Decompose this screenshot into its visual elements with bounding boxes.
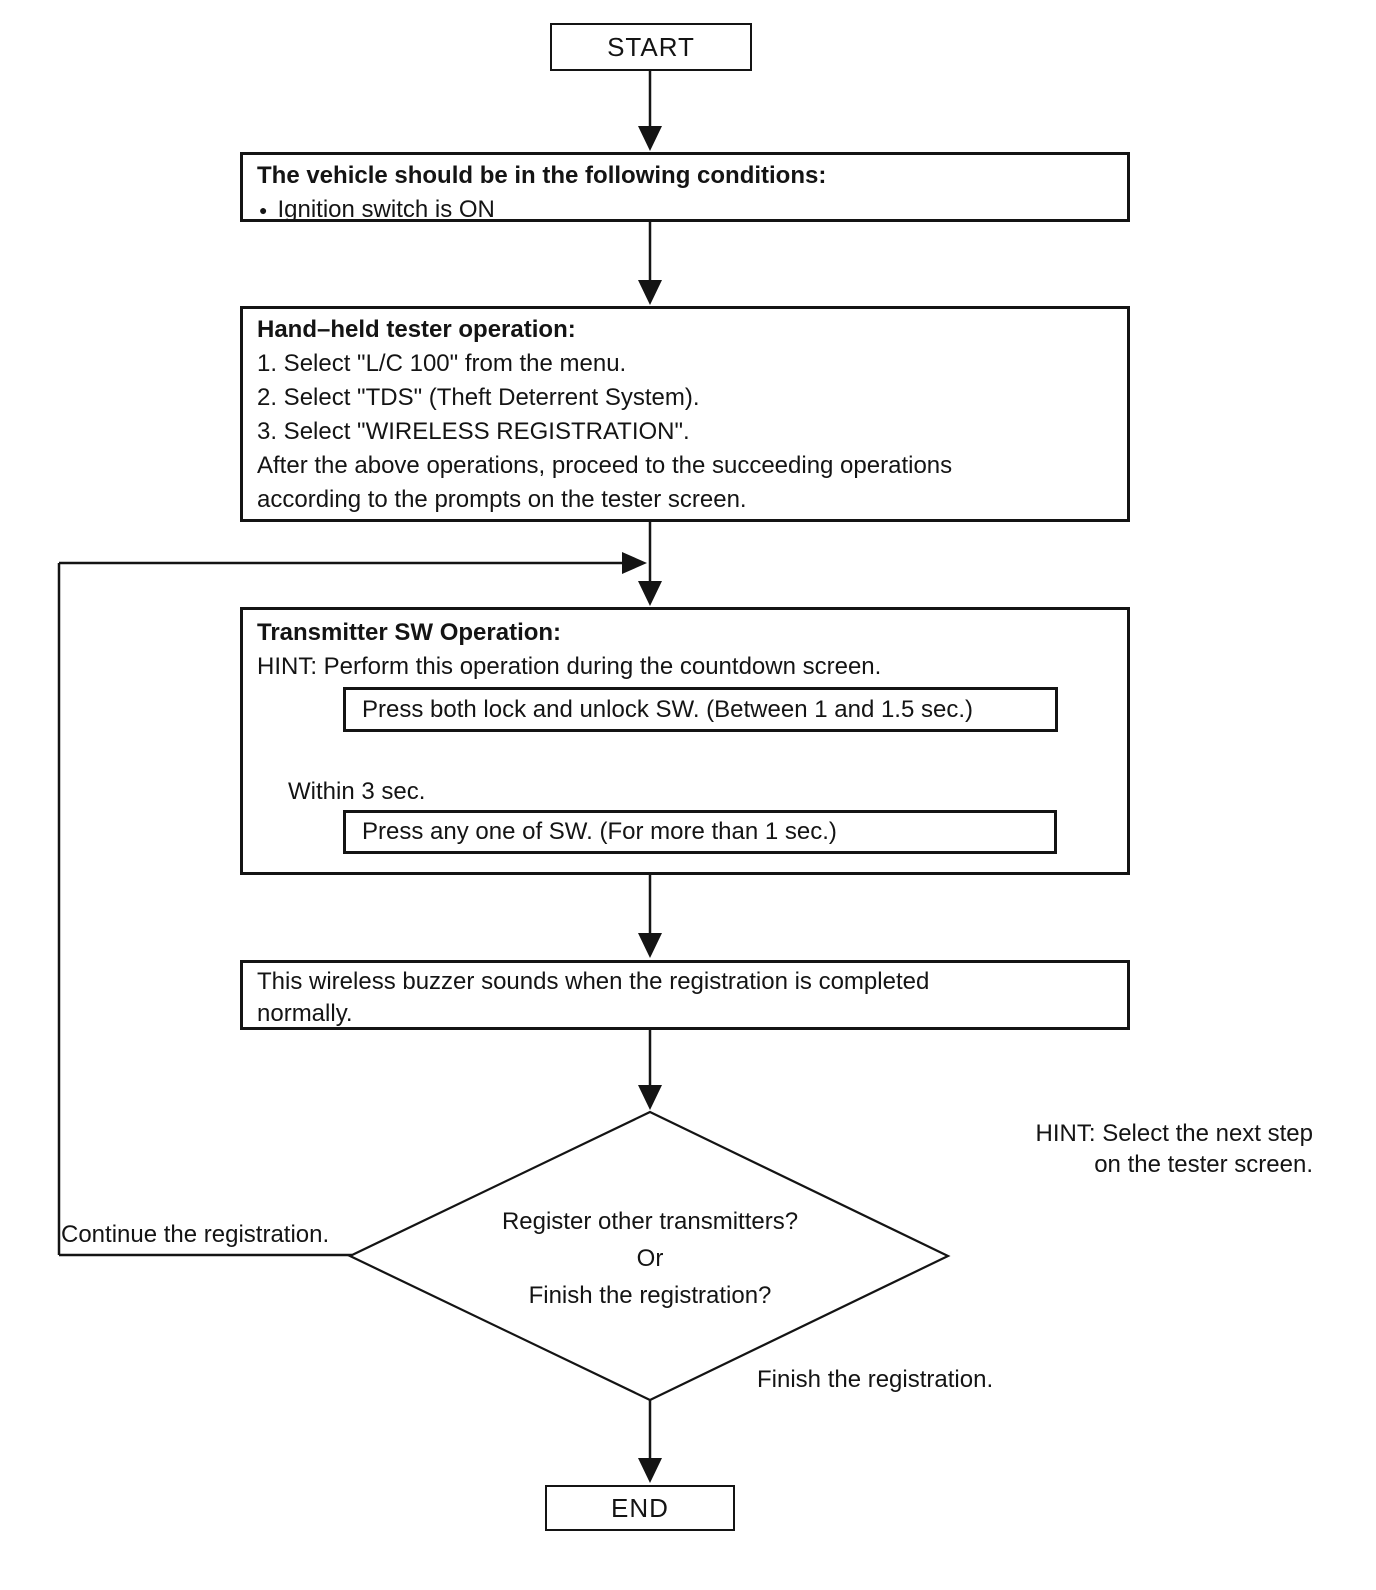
tester-step-3: 3. Select "WIRELESS REGISTRATION". — [257, 418, 690, 445]
tester-note-line-1: After the above operations, proceed to t… — [257, 452, 953, 479]
hint-right-line-1: HINT: Select the next step — [1035, 1120, 1313, 1147]
press-any-sw-box: Press any one of SW. (For more than 1 se… — [343, 810, 1057, 854]
buzzer-line-2: normally. — [257, 1000, 353, 1027]
within-3sec-label: Within 3 sec. — [288, 778, 426, 805]
arrowhead-down-icon — [638, 126, 662, 151]
hint-right-label: HINT: Select the next step on the tester… — [963, 1118, 1313, 1180]
tester-title: Hand–held tester operation: — [257, 316, 576, 343]
arrowhead-down-icon — [638, 1458, 662, 1483]
end-label: END — [611, 1492, 669, 1523]
start-label: START — [607, 31, 695, 62]
press-any-sw-label: Press any one of SW. (For more than 1 se… — [362, 818, 837, 845]
conditions-title: The vehicle should be in the following c… — [257, 162, 827, 189]
buzzer-line-1: This wireless buzzer sounds when the reg… — [257, 968, 930, 995]
arrowhead-down-icon — [638, 581, 662, 606]
transmitter-hint: HINT: Perform this operation during the … — [257, 653, 882, 680]
arrowhead-right-icon — [622, 552, 647, 574]
continue-branch-label: Continue the registration. — [61, 1221, 330, 1248]
arrowhead-down-icon — [638, 933, 662, 958]
tester-step-1: 1. Select "L/C 100" from the menu. — [257, 350, 627, 377]
conditions-item: Ignition switch is ON — [277, 196, 495, 223]
press-lock-unlock-box: Press both lock and unlock SW. (Between … — [343, 687, 1058, 732]
conditions-item-row: ● Ignition switch is ON — [257, 193, 1127, 227]
arrowhead-down-icon — [638, 280, 662, 305]
transmitter-title: Transmitter SW Operation: — [257, 619, 562, 646]
hint-right-line-2: on the tester screen. — [1094, 1151, 1313, 1178]
finish-branch-label: Finish the registration. — [757, 1366, 994, 1393]
conditions-box: The vehicle should be in the following c… — [240, 152, 1130, 223]
decision-line-2: Or — [636, 1245, 664, 1272]
buzzer-box: This wireless buzzer sounds when the reg… — [240, 960, 1130, 1030]
decision-line-1: Register other transmitters? — [501, 1208, 799, 1235]
tester-step-2: 2. Select "TDS" (Theft Deterrent System)… — [257, 384, 700, 411]
arrowhead-down-icon — [638, 1085, 662, 1110]
tester-box: Hand–held tester operation: 1. Select "L… — [240, 306, 1130, 522]
tester-note-line-2: according to the prompts on the tester s… — [257, 486, 747, 513]
press-lock-unlock-label: Press both lock and unlock SW. (Between … — [362, 695, 973, 723]
end-node: END — [545, 1485, 735, 1531]
start-node: START — [550, 23, 752, 71]
decision-line-3: Finish the registration? — [528, 1282, 772, 1309]
decision-text: Register other transmitters? Or Finish t… — [400, 1203, 900, 1314]
bullet-icon: ● — [259, 202, 268, 218]
